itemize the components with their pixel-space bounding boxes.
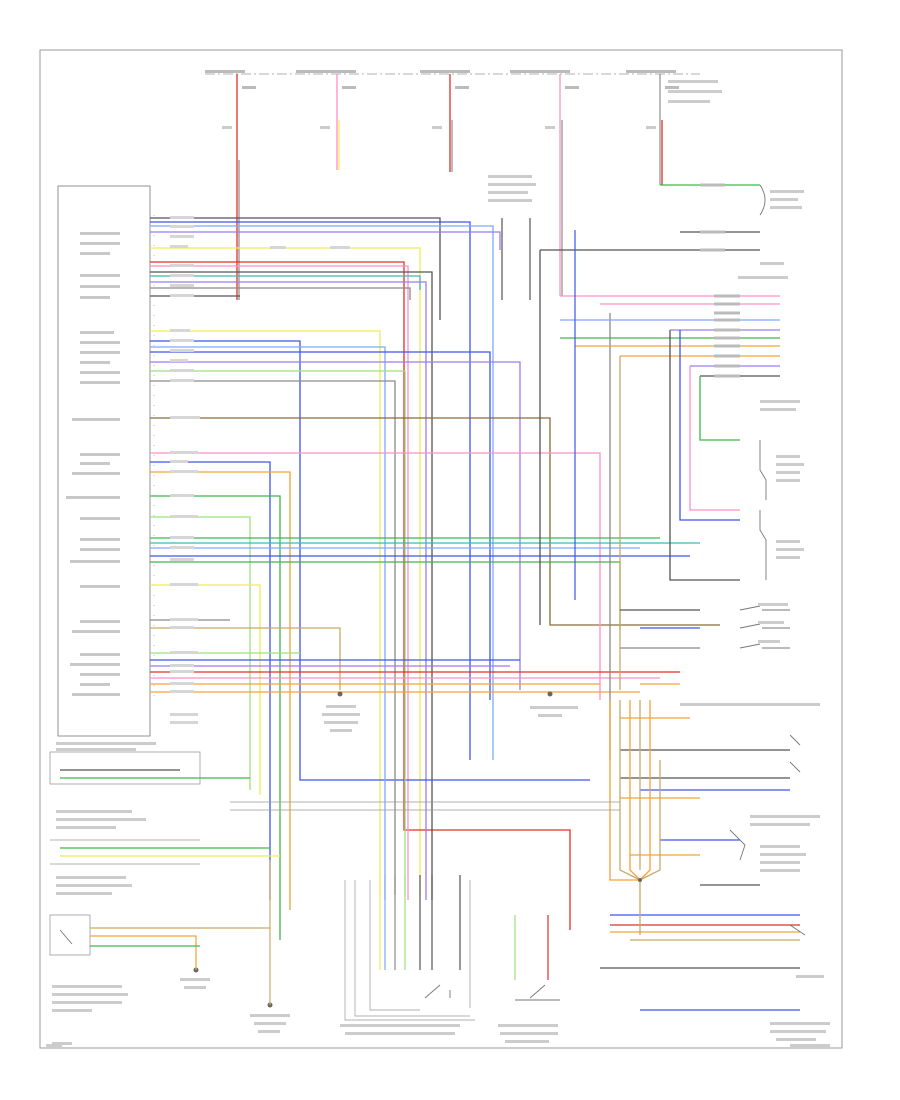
lower-left-sensors [49, 742, 280, 1045]
lower-harness [230, 801, 620, 1021]
right-switches [600, 609, 800, 1011]
pressure-switch [488, 175, 576, 600]
wheel-speed-sensors [738, 184, 804, 580]
footer-marks [46, 1044, 830, 1047]
fuse-3 [449, 74, 453, 172]
switch-symbols [680, 603, 830, 1041]
diagram-border [39, 49, 843, 1049]
ground-points [193, 691, 642, 1008]
instrument-cluster [539, 184, 780, 760]
wire-labels [170, 216, 350, 724]
control-module [57, 185, 155, 737]
fuse-4 [559, 74, 563, 296]
right-connectors [700, 183, 740, 378]
component-captions [180, 705, 578, 1043]
harness-lines [150, 217, 720, 940]
fuse-5 [659, 74, 663, 185]
fuse-2 [336, 74, 340, 170]
